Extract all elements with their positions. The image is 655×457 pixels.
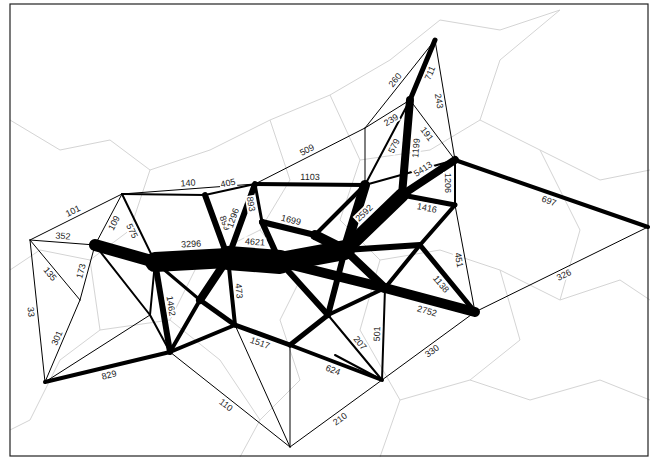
flow-value: 3296 — [179, 238, 202, 249]
flow-line — [402, 100, 410, 195]
flow-value: 101 — [63, 203, 83, 220]
flow-line — [170, 352, 290, 447]
flow-line — [290, 345, 382, 380]
flow-line — [382, 312, 475, 380]
flow-value: 140 — [179, 177, 197, 188]
flow-value: 243 — [432, 92, 445, 110]
boundary-line — [150, 10, 560, 170]
flow-line — [30, 240, 80, 300]
flow-value: 33 — [25, 305, 36, 318]
flow-line — [170, 325, 235, 352]
flow-value: 239 — [381, 111, 401, 128]
boundary-line — [400, 380, 650, 400]
flow-line — [290, 345, 291, 447]
boundary-line — [470, 270, 520, 380]
flow-line — [365, 40, 435, 128]
flow-value: 301 — [49, 329, 65, 349]
flow-line — [95, 194, 122, 245]
flow-line — [200, 300, 235, 325]
flow-line — [385, 245, 420, 288]
flow-line — [290, 315, 328, 345]
flow-line — [30, 194, 122, 240]
flow-line — [290, 380, 382, 447]
flow-value: 1206 — [443, 171, 453, 193]
flow-line — [228, 258, 280, 262]
flow-value: 207 — [351, 333, 370, 352]
flow-value: 579 — [385, 136, 402, 156]
flow-value: 330 — [423, 342, 443, 360]
flow-value: 1103 — [299, 171, 320, 181]
flow-value: 893 — [245, 195, 258, 214]
flow-line — [45, 352, 170, 382]
flow-value: 451 — [452, 250, 465, 269]
flow-value: 501 — [371, 325, 382, 342]
boundary-line — [240, 120, 300, 457]
flow-value: 405 — [219, 176, 238, 189]
flow-line — [454, 160, 456, 205]
flow-value: 135 — [41, 264, 60, 283]
flow-line — [45, 300, 80, 382]
flow-value: 575 — [124, 221, 140, 241]
flow-value: 4621 — [244, 236, 267, 248]
flow-line — [455, 160, 648, 227]
flow-value: 352 — [54, 230, 72, 241]
flow-line — [410, 100, 455, 160]
flow-line — [475, 227, 648, 312]
flow-line — [382, 288, 385, 380]
flow-line — [45, 315, 150, 382]
map-frame — [10, 4, 648, 456]
flow-line — [255, 128, 365, 184]
boundary-line — [480, 10, 560, 120]
flow-line — [365, 128, 366, 185]
flow-value: 1462 — [165, 294, 178, 317]
boundary-line — [10, 260, 100, 430]
flow-value: 1416 — [415, 201, 439, 215]
flow-line — [255, 184, 365, 185]
flow-value: 509 — [297, 142, 317, 159]
flow-value: 473 — [234, 282, 246, 300]
flow-line — [345, 195, 402, 250]
flow-value: 110 — [216, 396, 235, 414]
flow-value: 1199 — [410, 137, 422, 159]
flow-value: 210 — [330, 410, 350, 428]
flow-line — [235, 325, 290, 447]
flow-line — [122, 194, 205, 195]
flow-value: 260 — [386, 70, 404, 90]
flow-value: 326 — [555, 267, 575, 283]
flow-value: 109 — [106, 213, 123, 233]
